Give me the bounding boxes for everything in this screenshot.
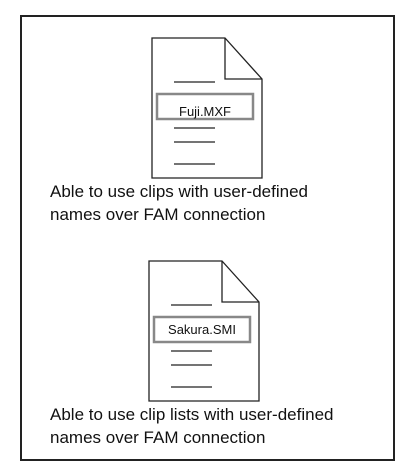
file-document-icon [151,37,263,179]
caption-line: Able to use clips with user-defined [50,182,308,201]
caption-line: names over FAM connection [50,205,266,224]
figure-frame: Fuji.MXF Able to use clips with user-def… [20,15,395,461]
caption-clips: Able to use clips with user-defined name… [50,180,308,226]
file-name-label: Fuji.MXF [179,104,231,119]
file-document-icon [148,260,260,402]
caption-line: Able to use clip lists with user-defined [50,405,334,424]
file-name-label: Sakura.SMI [168,322,236,337]
caption-line: names over FAM connection [50,428,266,447]
caption-clip-lists: Able to use clip lists with user-defined… [50,403,333,449]
